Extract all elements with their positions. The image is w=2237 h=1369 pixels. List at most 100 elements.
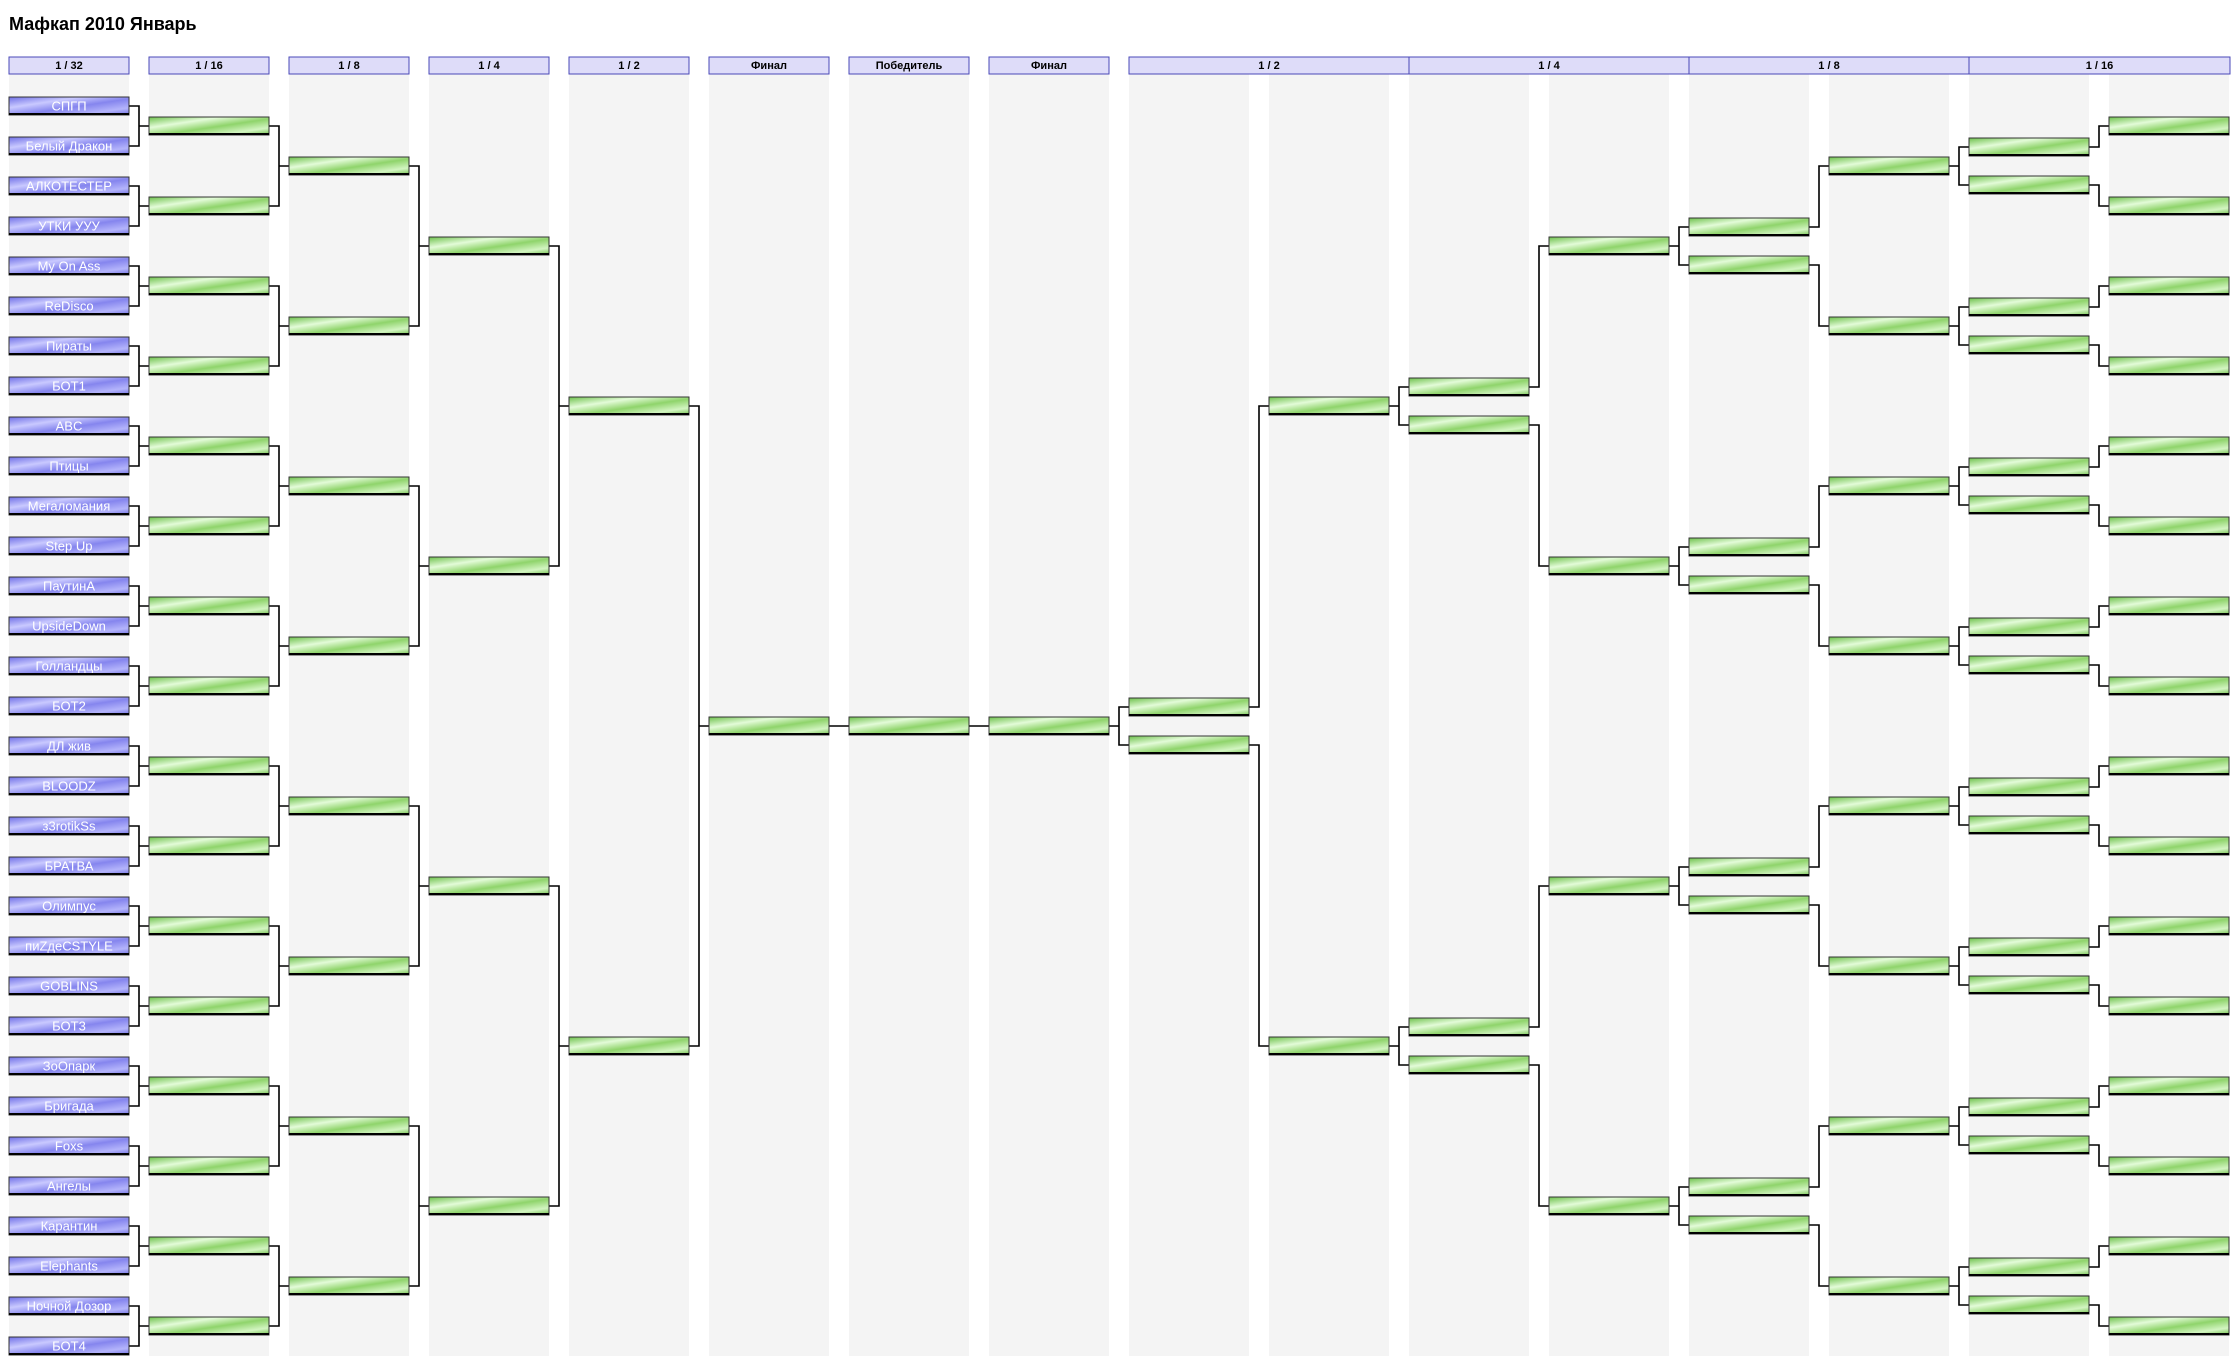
result-slot-right-pair[interactable] <box>1968 495 2090 515</box>
result-slot-right-pair[interactable] <box>1968 457 2090 477</box>
team-slot[interactable]: ReDisco <box>8 296 130 316</box>
team-slot[interactable]: Foxs <box>8 1136 130 1156</box>
result-slot-right-single[interactable] <box>1828 316 1950 336</box>
result-slot-right-pair[interactable] <box>1968 1257 2090 1277</box>
result-slot-right-pair[interactable] <box>1968 175 2090 195</box>
result-slot-right-pair[interactable] <box>1968 975 2090 995</box>
team-slot[interactable]: БРАТВА <box>8 856 130 876</box>
result-slot-right-single[interactable] <box>2108 1316 2230 1336</box>
team-slot[interactable]: БОТ2 <box>8 696 130 716</box>
result-slot-right-pair[interactable] <box>1968 655 2090 675</box>
result-slot-right-single[interactable] <box>2108 756 2230 776</box>
result-slot-left-round-1[interactable] <box>148 836 270 856</box>
result-slot-right-pair[interactable] <box>1408 415 1530 435</box>
team-slot[interactable]: Олимпус <box>8 896 130 916</box>
result-slot-right-single[interactable] <box>1828 1276 1950 1296</box>
team-slot[interactable]: БОТ4 <box>8 1336 130 1356</box>
result-slot-left-round-2[interactable] <box>288 1116 410 1136</box>
result-slot-right-single[interactable] <box>1828 1116 1950 1136</box>
team-slot[interactable]: Ангелы <box>8 1176 130 1196</box>
result-slot-right-pair[interactable] <box>1968 617 2090 637</box>
result-slot-left-round-4[interactable] <box>568 1036 690 1056</box>
team-slot[interactable]: АЛКОТЕСТЕР <box>8 176 130 196</box>
result-slot-right-pair[interactable] <box>1128 697 1250 717</box>
result-slot-right-pair[interactable] <box>1688 895 1810 915</box>
team-slot[interactable]: My On Ass <box>8 256 130 276</box>
result-slot-left-final[interactable] <box>708 716 830 736</box>
result-slot-right-pair[interactable] <box>1968 137 2090 157</box>
result-slot-left-round-3[interactable] <box>428 876 550 896</box>
result-slot-right-single[interactable] <box>2108 916 2230 936</box>
result-slot-right-pair[interactable] <box>1968 777 2090 797</box>
result-slot-left-round-1[interactable] <box>148 756 270 776</box>
result-slot-left-round-1[interactable] <box>148 436 270 456</box>
result-slot-right-single[interactable] <box>2108 1156 2230 1176</box>
team-slot[interactable]: ABC <box>8 416 130 436</box>
team-slot[interactable]: Голландцы <box>8 656 130 676</box>
result-slot-left-round-1[interactable] <box>148 996 270 1016</box>
result-slot-right-single[interactable] <box>2108 836 2230 856</box>
result-slot-right-pair[interactable] <box>1408 377 1530 397</box>
result-slot-right-single[interactable] <box>1268 396 1390 416</box>
result-slot-left-round-4[interactable] <box>568 396 690 416</box>
result-slot-right-single[interactable] <box>1828 636 1950 656</box>
team-slot[interactable]: GOBLINS <box>8 976 130 996</box>
result-slot-left-round-2[interactable] <box>288 636 410 656</box>
result-slot-left-round-2[interactable] <box>288 316 410 336</box>
result-slot-left-round-2[interactable] <box>288 1276 410 1296</box>
result-slot-right-single[interactable] <box>2108 516 2230 536</box>
result-slot-right-pair[interactable] <box>1968 1135 2090 1155</box>
team-slot[interactable]: Elephants <box>8 1256 130 1276</box>
result-slot-left-round-3[interactable] <box>428 236 550 256</box>
result-slot-right-pair[interactable] <box>1688 255 1810 275</box>
result-slot-right-single[interactable] <box>2108 676 2230 696</box>
result-slot-right-single[interactable] <box>1548 876 1670 896</box>
team-slot[interactable]: БОТ1 <box>8 376 130 396</box>
result-slot-right-single[interactable] <box>1268 1036 1390 1056</box>
result-slot-left-round-2[interactable] <box>288 796 410 816</box>
result-slot-right-single[interactable] <box>2108 196 2230 216</box>
result-slot-right-single[interactable] <box>1548 1196 1670 1216</box>
result-slot-left-round-1[interactable] <box>148 196 270 216</box>
result-slot-right-pair[interactable] <box>1688 1177 1810 1197</box>
result-slot-right-pair[interactable] <box>1688 857 1810 877</box>
team-slot[interactable]: Бригада <box>8 1096 130 1116</box>
team-slot[interactable]: ЗоОпарк <box>8 1056 130 1076</box>
result-slot-left-round-1[interactable] <box>148 1156 270 1176</box>
result-slot-right-single[interactable] <box>1548 236 1670 256</box>
result-slot-right-single[interactable] <box>2108 1236 2230 1256</box>
result-slot-right-single[interactable] <box>2108 596 2230 616</box>
team-slot[interactable]: ДЛ жив <box>8 736 130 756</box>
result-slot-left-round-1[interactable] <box>148 1316 270 1336</box>
result-slot-right-pair[interactable] <box>1128 735 1250 755</box>
result-slot-left-round-2[interactable] <box>288 476 410 496</box>
result-slot-right-pair[interactable] <box>1408 1017 1530 1037</box>
team-slot[interactable]: BLOODZ <box>8 776 130 796</box>
result-slot-left-round-3[interactable] <box>428 556 550 576</box>
result-slot-right-pair[interactable] <box>1968 815 2090 835</box>
result-slot-right-single[interactable] <box>2108 1076 2230 1096</box>
result-slot-right-pair[interactable] <box>1968 335 2090 355</box>
result-slot-left-round-1[interactable] <box>148 116 270 136</box>
team-slot[interactable]: СПГП <box>8 96 130 116</box>
team-slot[interactable]: Белый Дракон <box>8 136 130 156</box>
result-slot-left-round-1[interactable] <box>148 676 270 696</box>
result-slot-right-single[interactable] <box>2108 436 2230 456</box>
team-slot[interactable]: БОТ3 <box>8 1016 130 1036</box>
result-slot-right-pair[interactable] <box>1688 217 1810 237</box>
team-slot[interactable]: пиZдеCSTYLE <box>8 936 130 956</box>
team-slot[interactable]: UpsideDown <box>8 616 130 636</box>
result-slot-right-pair[interactable] <box>1968 1097 2090 1117</box>
result-slot-left-round-1[interactable] <box>148 516 270 536</box>
result-slot-right-single[interactable] <box>1828 476 1950 496</box>
result-slot-left-round-2[interactable] <box>288 956 410 976</box>
result-slot-right-single[interactable] <box>2108 996 2230 1016</box>
result-slot-left-round-1[interactable] <box>148 916 270 936</box>
team-slot[interactable]: Карантин <box>8 1216 130 1236</box>
result-slot-right-single[interactable] <box>2108 356 2230 376</box>
result-slot-right-pair[interactable] <box>1688 1215 1810 1235</box>
result-slot-right-final[interactable] <box>988 716 1110 736</box>
result-slot-left-round-3[interactable] <box>428 1196 550 1216</box>
team-slot[interactable]: Мегаломания <box>8 496 130 516</box>
result-slot-left-round-1[interactable] <box>148 1076 270 1096</box>
